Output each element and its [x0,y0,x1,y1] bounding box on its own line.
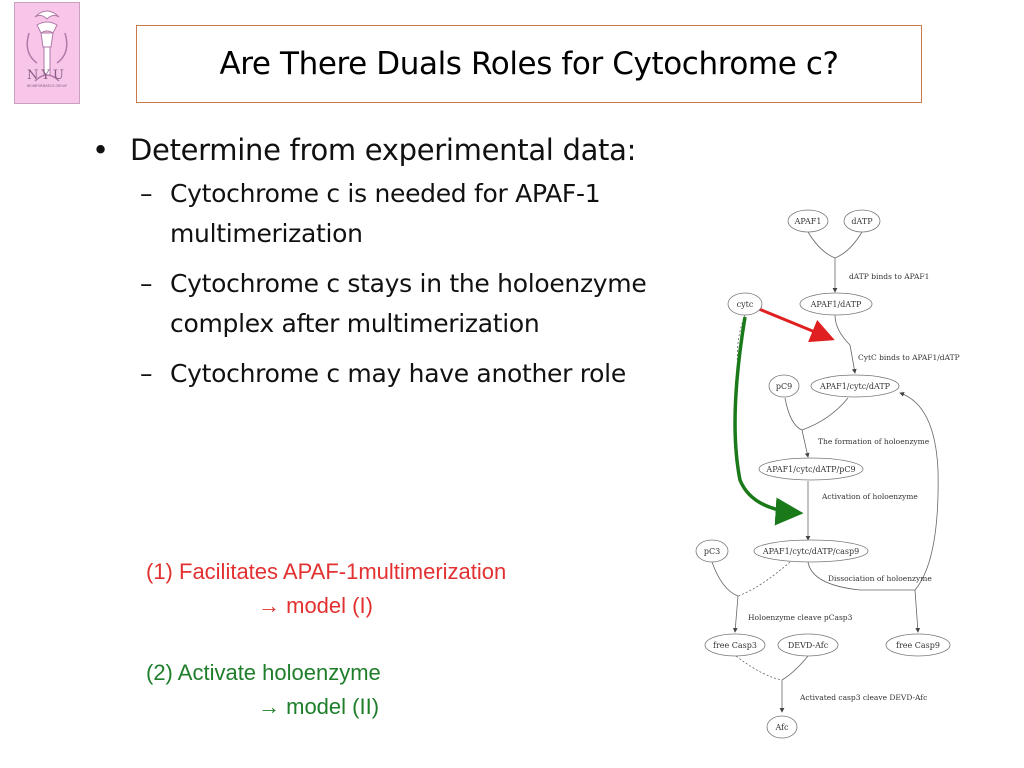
bullet-text: Determine from experimental data: [130,133,637,167]
logo-text: NYU [27,68,67,83]
edge-holo-merge [801,397,849,431]
model-one-note: (1) Facilitates APAF-1multimerization → … [146,555,506,623]
node-apaf1-cytc-datp [810,374,900,398]
sub-bullet-mark: – [140,359,153,388]
node-free-casp3 [704,633,766,657]
edge-datp-merge [834,231,863,259]
sub-bullet-mark: – [140,269,153,298]
node-pc9 [768,374,800,398]
node-apaf1 [787,209,829,233]
node-label-pc3: pC3 [704,547,720,556]
edge-dissociation [807,561,915,591]
edge-pc3-merge [711,561,739,597]
node-apaf1-datp [799,292,873,316]
sub-bullet-text: Cytochrome c is needed for APAF-1 multim… [170,179,601,248]
node-apaf1-cytc-datp-casp9 [753,539,869,563]
edge-to-free-casp3 [732,595,739,633]
slide-title: Are There Duals Roles for Cytochrome c? [219,46,839,82]
sub-bullet-item: – Cytochrome c stays in the holoenzyme c… [140,264,668,344]
edge-label-holo-cleave: Holoenzyme cleave pCasp3 [748,613,853,622]
edge-to-free-casp9 [914,589,921,633]
sub-bullet-item: – Cytochrome c is needed for APAF-1 mult… [140,174,668,254]
edge-label-casp3-cleave: Activated casp3 cleave DEVD-Afc [799,693,927,702]
edge-pc9-merge [784,397,803,431]
title-box: Are There Duals Roles for Cytochrome c? [136,25,922,103]
edge-recycle [899,392,939,591]
sub-bullet-list: – Cytochrome c is needed for APAF-1 mult… [88,174,668,394]
node-apaf1-cytc-datp-pc9 [758,457,864,481]
node-label-free-casp3: free Casp3 [713,641,757,650]
edge-label-dissociation: Dissociation of holoenzyme [828,574,932,583]
model-one-line1: (1) Facilitates APAF-1multimerization [146,559,507,584]
edge-label-holo-formation: The formation of holoenzyme [818,437,930,446]
sub-bullet-text: Cytochrome c may have another role [170,359,626,388]
model-one-line2: → model (I) [258,593,373,618]
edge-apaf1datp-merge [834,314,851,346]
node-label-apaf1-cytc-datp-casp9: APAF1/cytc/dATP/casp9 [762,547,859,556]
edge-holo-cleave-dotted [737,561,791,597]
node-pc3 [695,539,729,563]
model-two-note: (2) Activate holoenzyme → model (II) [146,656,381,724]
node-devd-afc [777,633,839,657]
logo-subtext: BIOINFORMATICS GROUP [27,84,67,88]
node-label-cytc: cytc [737,300,754,309]
node-label-apaf1-cytc-datp: APAF1/cytc/dATP [819,382,891,391]
node-free-casp9 [885,633,951,657]
node-label-apaf1-datp: APAF1/dATP [810,300,862,309]
green-arrow [733,316,804,526]
edge-casp3-dotted [735,655,783,681]
node-label-apaf1-cytc-datp-pc9: APAF1/cytc/dATP/pC9 [765,465,855,474]
edge-to-apaf1-cytc-datp-pc9 [801,429,810,458]
red-arrow [758,307,835,343]
node-afc [766,715,798,739]
edge-to-apaf1-cytc-datp [849,344,857,374]
node-label-pc9: pC9 [776,382,792,391]
node-label-datp: dATP [851,217,873,226]
bullet-item: • Determine from experimental data: [88,128,668,172]
edge-devd-merge [781,655,809,681]
node-label-afc: Afc [774,723,789,732]
node-label-free-casp9: free Casp9 [896,641,940,650]
bullet-list: • Determine from experimental data: – Cy… [88,128,668,404]
sub-bullet-text: Cytochrome c stays in the holoenzyme com… [170,269,647,338]
edge-label-activation: Activation of holoenzyme [821,492,918,501]
model-two-line1: (2) Activate holoenzyme [146,660,381,685]
edge-apaf1-merge [807,231,836,259]
node-cytc [727,292,763,316]
edge-label-datp-binds: dATP binds to APAF1 [849,272,929,281]
node-datp [843,209,881,233]
sub-bullet-mark: – [140,179,153,208]
node-label-devd-afc: DEVD-Afc [788,641,829,650]
sub-bullet-item: – Cytochrome c may have another role [140,354,668,394]
node-label-apaf1: APAF1 [794,217,822,226]
nyu-logo: NYU BIOINFORMATICS GROUP [14,2,80,104]
bullet-mark: • [92,133,109,167]
edge-label-cytc-binds: CytC binds to APAF1/dATP [858,353,960,362]
model-two-line2: → model (II) [258,694,380,719]
apoptosis-pathway-diagram: APAF1 dATP cytc APAF1/dATP pC9 APAF1/cyt… [695,209,960,739]
